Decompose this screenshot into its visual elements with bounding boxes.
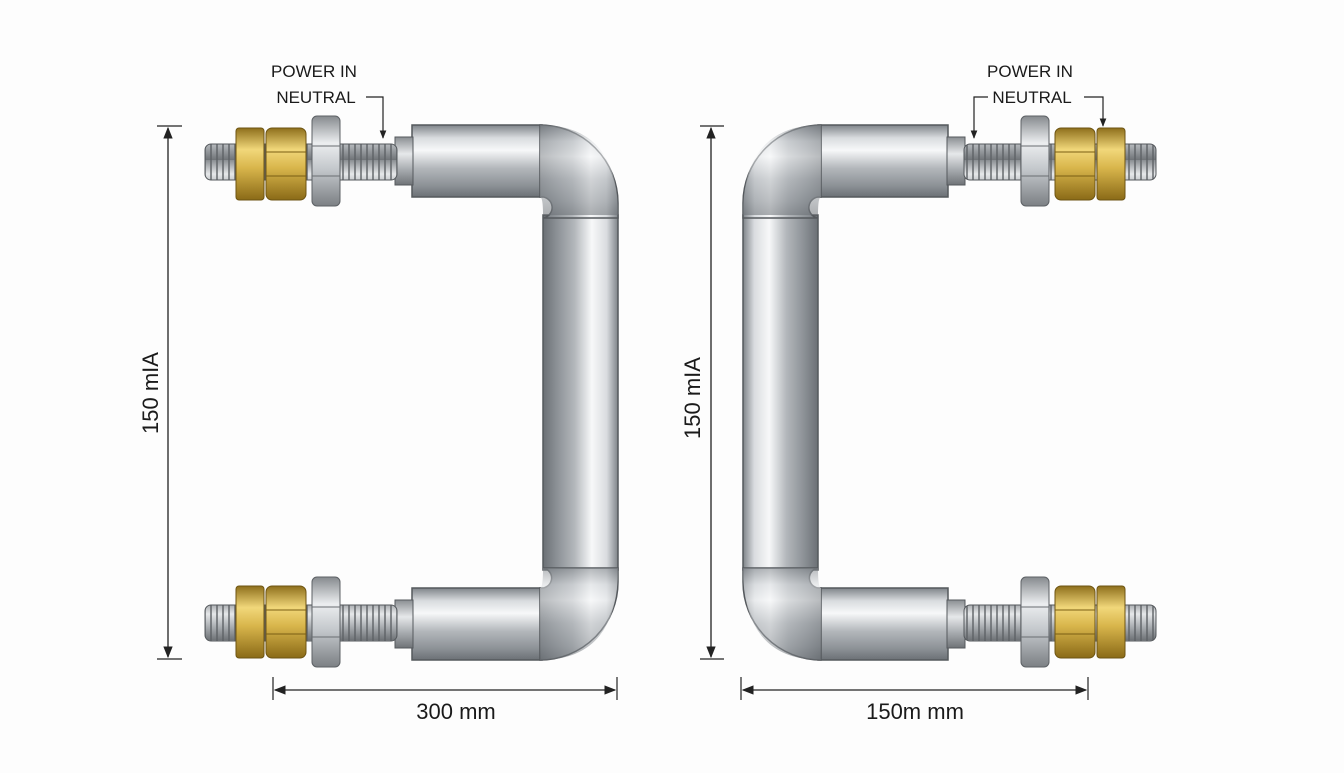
- right-label-leader-left: [970, 96, 988, 139]
- brass-hex-nut-icon: [235, 585, 307, 659]
- left-heating-element: POWER IN NEUTRAL 150 mIA 300 mm: [138, 62, 619, 724]
- right-width-dimension: 150m mm: [740, 677, 1089, 724]
- left-tube: [394, 124, 619, 661]
- right-bottom-terminal: [963, 576, 1157, 668]
- left-label-power-in: POWER IN: [271, 62, 357, 81]
- right-label-power-in: POWER IN: [987, 62, 1073, 81]
- left-height-label: 150 mIA: [138, 352, 163, 434]
- right-label-neutral: NEUTRAL: [992, 88, 1071, 107]
- brass-hex-nut-icon: [1054, 127, 1126, 201]
- left-width-label: 300 mm: [416, 699, 495, 724]
- right-height-dimension: 150 mIA: [680, 125, 724, 660]
- right-top-terminal: [963, 115, 1157, 207]
- steel-hex-nut-icon: [311, 576, 341, 668]
- left-top-terminal: [204, 115, 398, 207]
- right-height-label: 150 mIA: [680, 357, 705, 439]
- brass-hex-nut-icon: [1054, 585, 1126, 659]
- steel-hex-nut-icon: [311, 115, 341, 207]
- steel-hex-nut-icon: [1020, 576, 1050, 668]
- left-height-dimension: 150 mIA: [138, 125, 182, 660]
- brass-hex-nut-icon: [235, 127, 307, 201]
- left-width-dimension: 300 mm: [272, 677, 618, 724]
- steel-hex-nut-icon: [1020, 115, 1050, 207]
- right-label-leader-right: [1084, 96, 1107, 127]
- left-label-leader: [366, 96, 387, 139]
- left-bottom-terminal: [204, 576, 398, 668]
- right-width-label: 150m mm: [866, 699, 964, 724]
- left-label-neutral: NEUTRAL: [276, 88, 355, 107]
- right-heating-element: POWER IN NEUTRAL 150 mIA 150m mm: [680, 62, 1157, 724]
- right-tube: [742, 124, 966, 661]
